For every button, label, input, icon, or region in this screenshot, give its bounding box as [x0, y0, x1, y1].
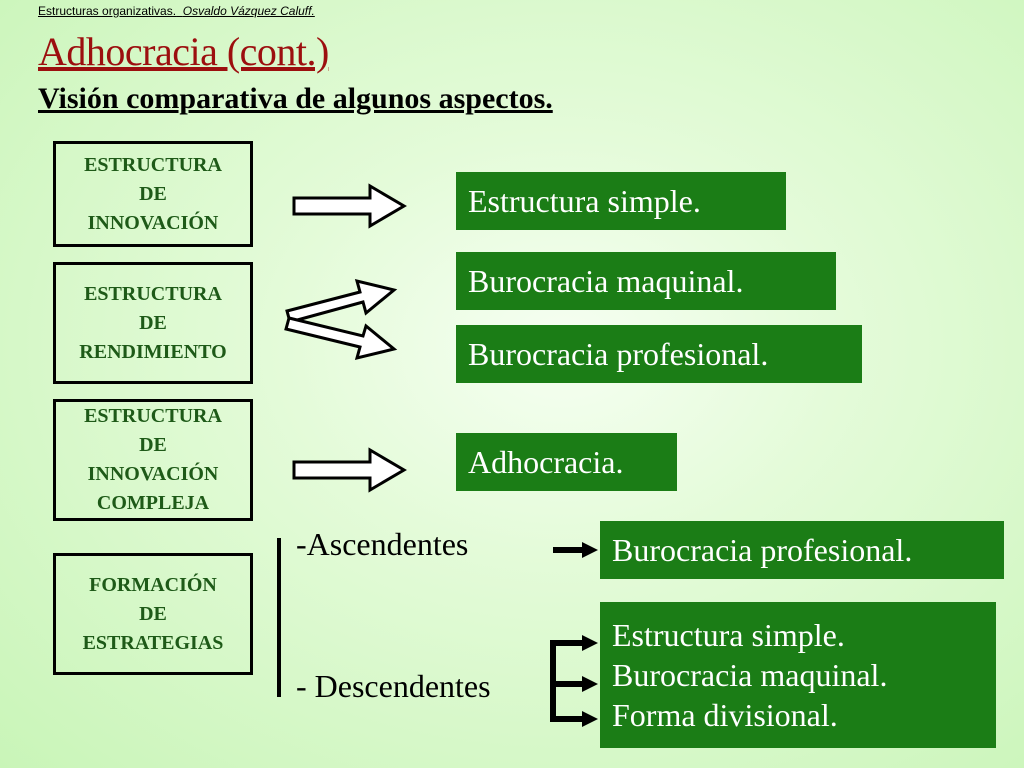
header-note: Estructuras organizativas. Osvaldo Vázqu… [38, 4, 315, 18]
result-box-adhocracia: Adhocracia. [456, 433, 677, 491]
block-arrow-innovacion [292, 183, 407, 229]
result-box-descendentes: Estructura simple. Burocracia maquinal. … [600, 602, 996, 748]
descendentes-item: Forma divisional. [612, 697, 838, 733]
page-subtitle: Visión comparativa de algunos aspectos. [38, 82, 553, 115]
label-descendentes: - Descendentes [296, 668, 491, 704]
left-box-estructura-innovacion: ESTRUCTURA DE INNOVACIÓN [53, 141, 253, 247]
result-box-burocracia-maquinal: Burocracia maquinal. [456, 252, 836, 310]
arrow-descendentes-top-head [582, 635, 598, 651]
block-arrow-innovacion-compleja [292, 447, 407, 493]
result-box-estructura-simple: Estructura simple. [456, 172, 786, 230]
descendentes-item: Burocracia maquinal. [612, 657, 888, 693]
course-name: Estructuras organizativas. [38, 4, 177, 18]
left-box-estructura-innovacion-compleja: ESTRUCTURA DE INNOVACIÓN COMPLEJA [53, 399, 253, 521]
descendentes-item: Estructura simple. [612, 617, 845, 653]
page-title: Adhocracia (cont.) [38, 29, 329, 74]
arrow-ascendentes-head [582, 542, 598, 558]
author-name: Osvaldo Vázquez Caluff. [182, 4, 315, 18]
block-arrow-rendimiento-up [285, 278, 398, 324]
block-arrow-rendimiento-down [284, 316, 398, 361]
label-ascendentes: -Ascendentes [296, 526, 469, 562]
result-box-ascendentes: Burocracia profesional. [600, 521, 1004, 579]
result-box-burocracia-profesional: Burocracia profesional. [456, 325, 862, 383]
left-box-formacion-estrategias: FORMACIÓN DE ESTRATEGIAS [53, 553, 253, 675]
left-box-estructura-rendimiento: ESTRUCTURA DE RENDIMIENTO [53, 262, 253, 384]
arrow-descendentes-mid-head [582, 676, 598, 692]
arrow-descendentes-bottom-head [582, 711, 598, 727]
